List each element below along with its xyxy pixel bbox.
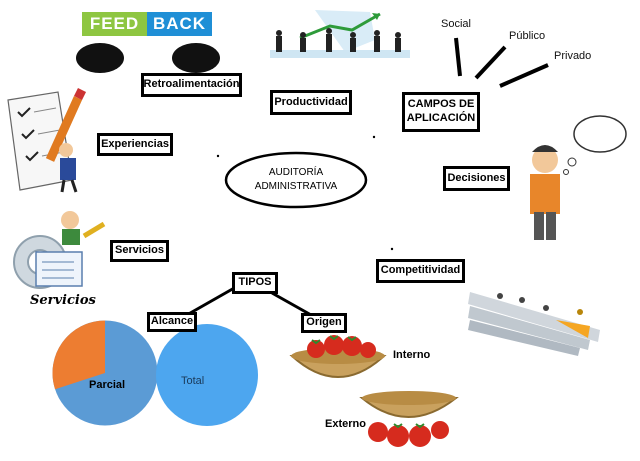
connector-social bbox=[454, 37, 462, 77]
box-campos-aplicacion: CAMPOS DE APLICACIÓN bbox=[402, 92, 480, 132]
box-alcance: Alcance bbox=[147, 312, 197, 332]
box-tipos: TIPOS bbox=[232, 272, 278, 294]
box-retroalimentacion: Retroalimentación bbox=[141, 73, 242, 97]
feedback-heads-icon bbox=[76, 43, 220, 73]
label-publico: Público bbox=[509, 30, 546, 42]
feedback-logo-feed: FEED bbox=[82, 12, 147, 36]
label-privado: Privado bbox=[554, 50, 592, 62]
feedback-logo: FEED BACK bbox=[82, 12, 212, 36]
circle-total bbox=[156, 324, 258, 426]
box-origen: Origen bbox=[301, 313, 347, 333]
competition-icon bbox=[468, 292, 600, 356]
box-productividad: Productividad bbox=[270, 90, 352, 115]
label-interno: Interno bbox=[393, 349, 431, 361]
campos-line2: APLICACIÓN bbox=[406, 112, 476, 124]
thinking-man-icon bbox=[530, 115, 627, 240]
label-externo: Externo bbox=[325, 418, 366, 430]
services-icon bbox=[13, 211, 106, 289]
connector-publico bbox=[474, 45, 507, 80]
box-competitividad: Competitividad bbox=[376, 259, 465, 283]
label-servicios-caption: Servicios bbox=[30, 293, 96, 308]
label-social: Social bbox=[441, 18, 471, 30]
campos-line1: CAMPOS DE bbox=[407, 98, 475, 111]
center-ellipse bbox=[224, 151, 368, 209]
feedback-logo-back: BACK bbox=[147, 12, 212, 36]
box-experiencias: Experiencias bbox=[97, 133, 173, 156]
circle-label-total: Total bbox=[181, 375, 205, 387]
pie-slice-secondary bbox=[52, 320, 105, 390]
pie-chart-parcial bbox=[52, 320, 158, 426]
productivity-icon bbox=[270, 10, 410, 58]
box-servicios: Servicios bbox=[110, 240, 169, 262]
center-title: AUDITORÍA ADMINISTRATIVA bbox=[236, 166, 356, 193]
basket-interno-icon bbox=[289, 335, 387, 378]
basket-externo-icon bbox=[359, 391, 459, 447]
pie-label-parcial: Parcial bbox=[89, 379, 126, 391]
connector-privado bbox=[499, 63, 549, 88]
box-decisiones: Decisiones bbox=[443, 166, 510, 191]
checklist-icon bbox=[7, 87, 87, 193]
center-line1: AUDITORÍA bbox=[268, 167, 324, 178]
center-line2: ADMINISTRATIVA bbox=[254, 180, 338, 192]
